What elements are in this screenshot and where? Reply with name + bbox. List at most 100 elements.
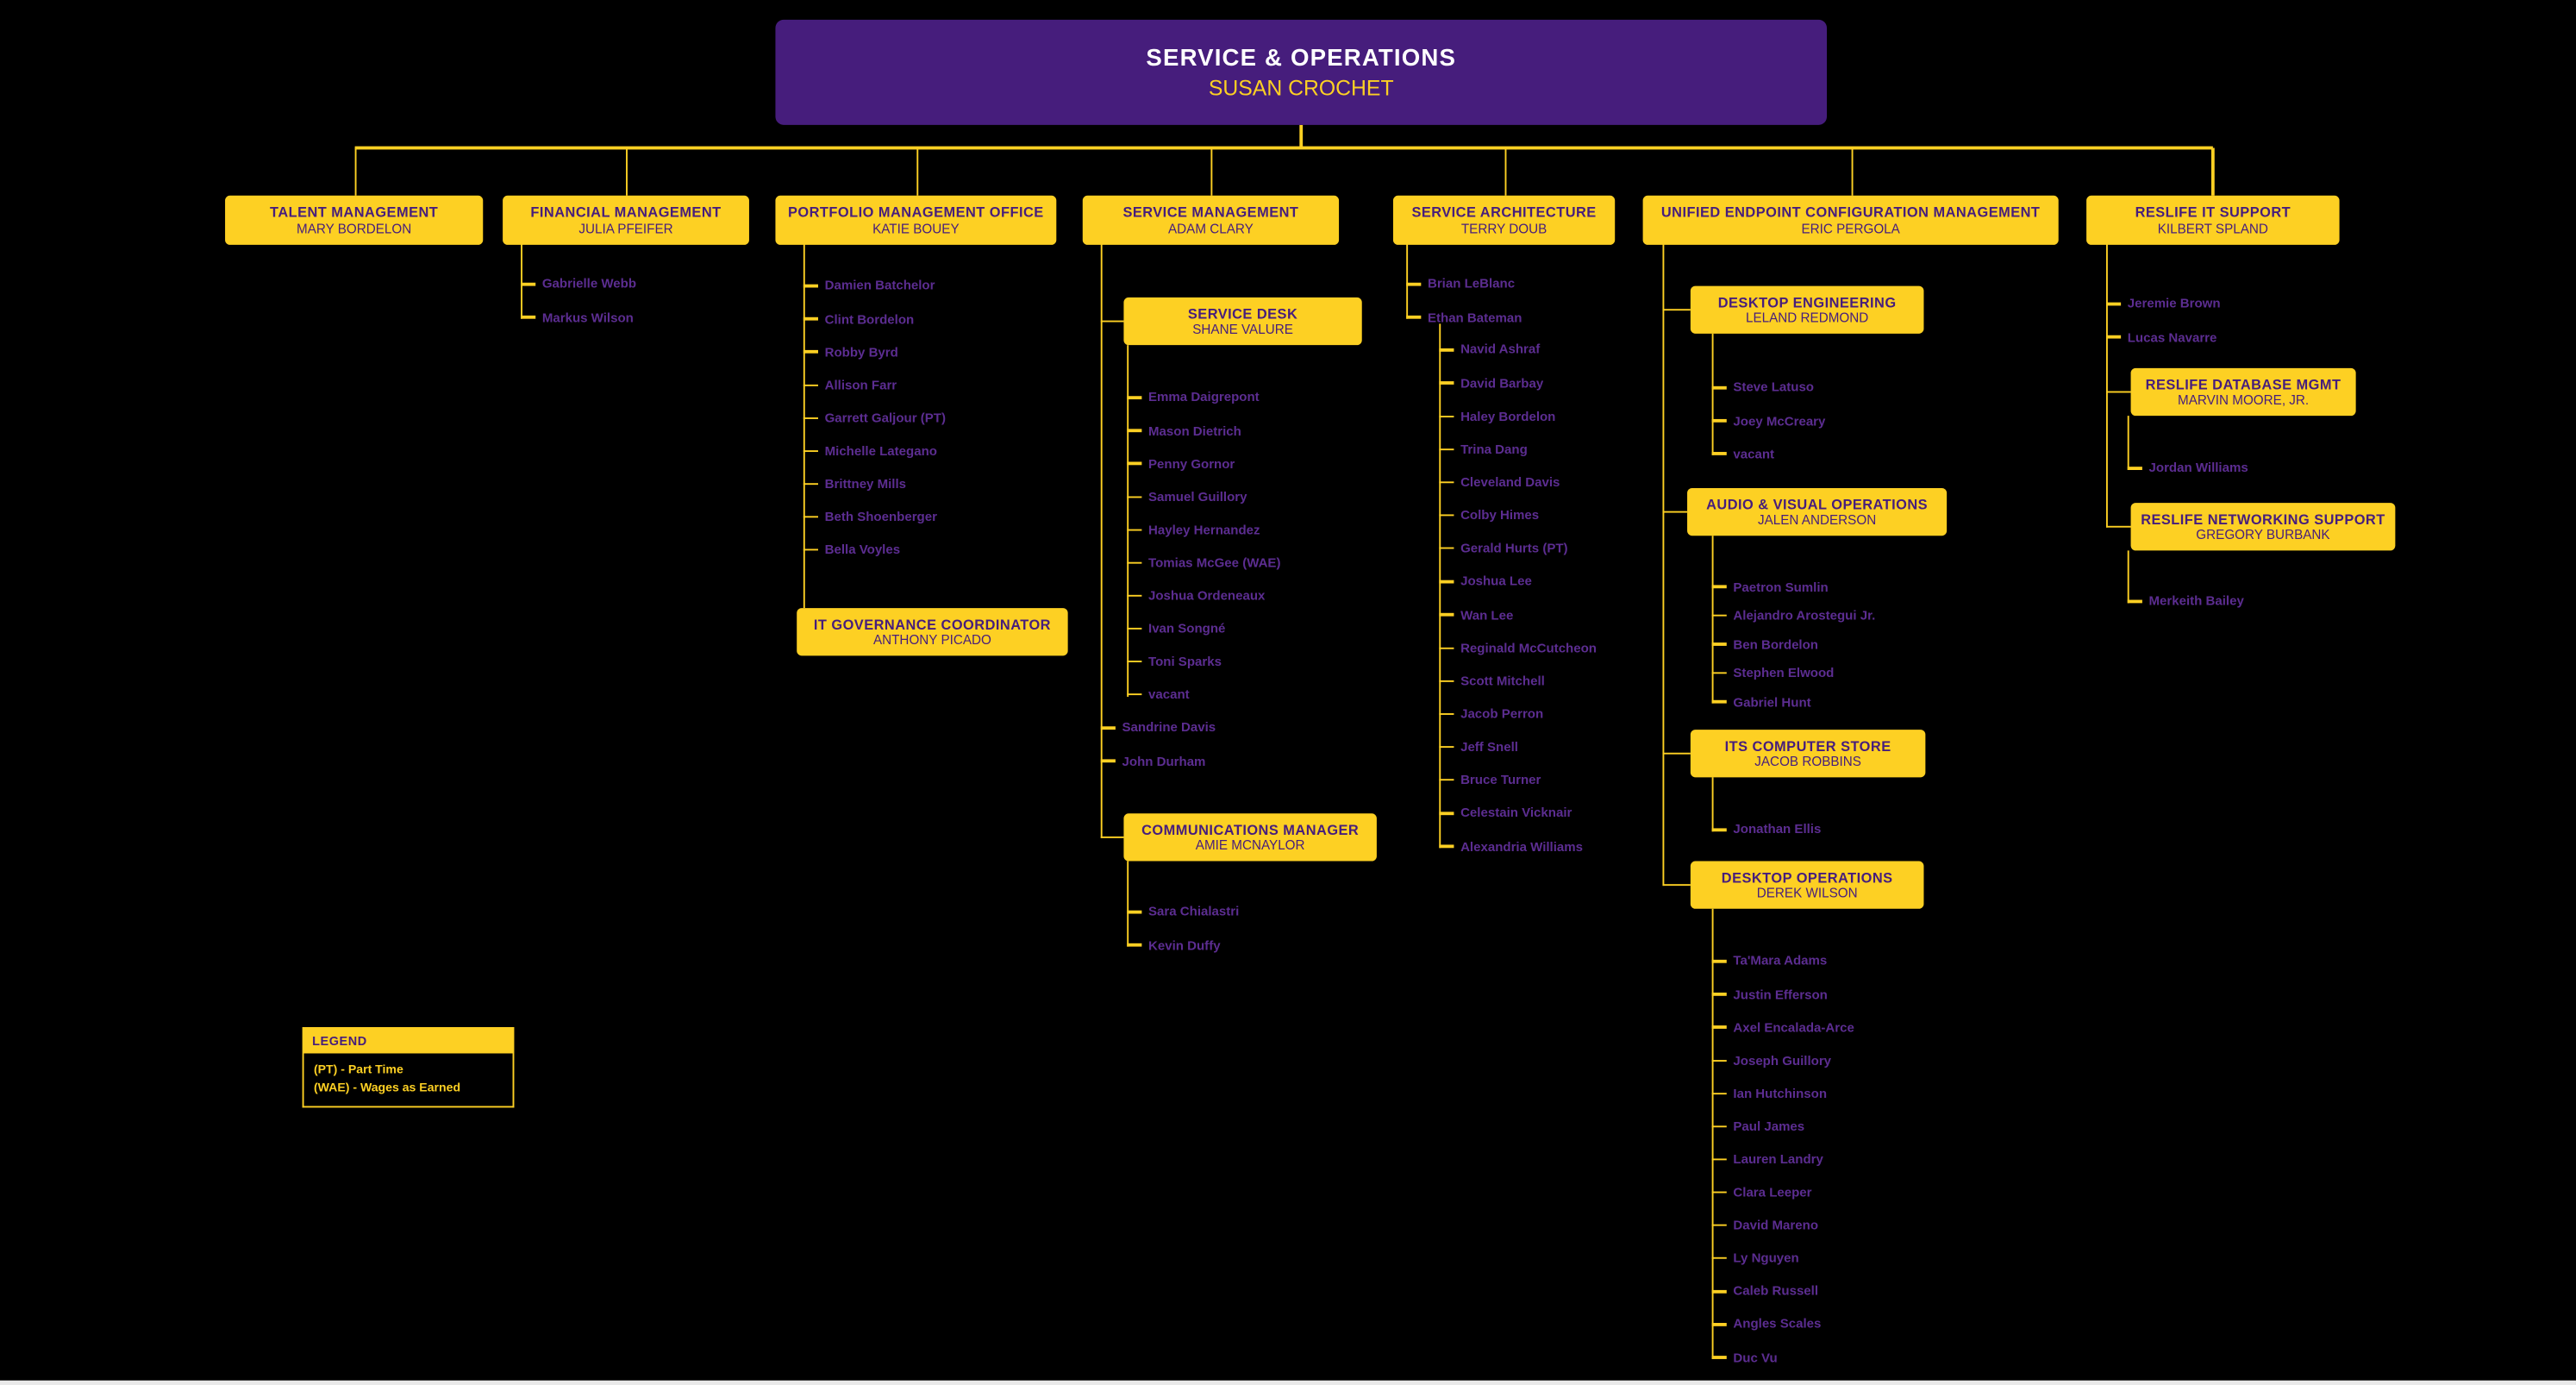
dept-manager: MARY BORDELON — [296, 221, 412, 236]
sub-dept-title: RESLIFE DATABASE MGMT — [2145, 375, 2342, 392]
sub-dept-title: SERVICE DESK — [1187, 304, 1298, 322]
person-name: Duc Vu — [1711, 1341, 1854, 1374]
dept-manager: TERRY DOUB — [1460, 221, 1547, 236]
sub-dept-manager: AMIE MCNAYLOR — [1195, 837, 1305, 854]
connector-line — [1210, 147, 1213, 196]
connector-line — [1100, 320, 1124, 323]
legend-title: LEGEND — [302, 1027, 515, 1054]
sub-dept-manager: SHANE VALURE — [1192, 322, 1293, 337]
sub-dept-manager: JACOB ROBBINS — [1754, 754, 1861, 769]
dept-box-reslife-it-support: RESLIFE IT SUPPORT KILBERT SPLAND — [2086, 195, 2340, 245]
root-box-service-operations: SERVICE & OPERATIONS SUSAN CROCHET — [775, 19, 1828, 125]
person-name: Trina Dang — [1439, 433, 1597, 466]
connector-line — [2105, 243, 2109, 528]
person-name: Navid Ashraf — [1439, 334, 1597, 367]
person-name: Axel Encalada-Arce — [1711, 1011, 1854, 1043]
sub-dept-box-its-computer-store: ITS COMPUTER STORE JACOB ROBBINS — [1690, 730, 1926, 778]
person-name: Ta'Mara Adams — [1711, 945, 1854, 978]
person-name: Allison Farr — [803, 368, 946, 401]
sub-dept-box-desktop-engineering: DESKTOP ENGINEERING LELAND REDMOND — [1690, 285, 1924, 334]
dept-title: PORTFOLIO MANAGEMENT OFFICE — [788, 204, 1044, 221]
dept-box-service-management: SERVICE MANAGEMENT ADAM CLARY — [1082, 195, 1340, 245]
connector-line — [2105, 525, 2131, 529]
dept-title: TALENT MANAGEMENT — [270, 204, 439, 221]
connector-line — [1300, 124, 1303, 148]
connector-line — [1406, 243, 1409, 318]
connector-line — [1711, 777, 1715, 831]
person-name: Joshua Lee — [1439, 565, 1597, 598]
dept-title: UNIFIED ENDPOINT CONFIGURATION MANAGEMEN… — [1660, 204, 2041, 221]
person-name: Penny Gornor — [1127, 447, 1280, 479]
communications-members-list: Sara Chialastri Kevin Duffy — [1127, 895, 1239, 962]
dept-title: SERVICE MANAGEMENT — [1122, 204, 1299, 221]
person-name: Ly Nguyen — [1711, 1242, 1854, 1275]
person-name: Ben Bordelon — [1711, 630, 1876, 659]
connector-line — [521, 243, 523, 318]
sub-dept-box-reslife-database-mgmt: RESLIFE DATABASE MGMT MARVIN MOORE, JR. — [2130, 367, 2356, 417]
connector-line — [1662, 511, 1688, 514]
connector-line — [1662, 884, 1691, 887]
connector-line — [1127, 861, 1129, 946]
dept-manager: KATIE BOUEY — [872, 221, 960, 236]
dept-manager: JULIA PFEIFER — [578, 221, 673, 236]
desktop-operations-members-list: Ta'Mara Adams Justin Efferson Axel Encal… — [1711, 945, 1854, 1375]
sub-dept-title: ITS COMPUTER STORE — [1724, 736, 1891, 754]
person-name: Markus Wilson — [521, 301, 636, 334]
person-name: Kevin Duffy — [1127, 929, 1239, 962]
sub-dept-title: AUDIO & VISUAL OPERATIONS — [1706, 495, 1929, 512]
person-name: Jeff Snell — [1439, 730, 1597, 763]
page-edge — [0, 1379, 2576, 1385]
sub-dept-title: COMMUNICATIONS MANAGER — [1141, 820, 1360, 837]
person-name: Brittney Mills — [803, 467, 946, 500]
dept-box-talent-management: TALENT MANAGEMENT MARY BORDELON — [225, 195, 484, 245]
person-name: Bella Voyles — [803, 534, 946, 567]
person-name: Haley Bordelon — [1439, 399, 1597, 432]
root-title: SERVICE & OPERATIONS — [1146, 45, 1457, 72]
legend: LEGEND (PT) - Part Time (WAE) - Wages as… — [302, 1027, 515, 1108]
dept-title: FINANCIAL MANAGEMENT — [530, 204, 722, 221]
sub-dept-title: IT GOVERNANCE COORDINATOR — [813, 615, 1052, 632]
sub-dept-manager: MARVIN MOORE, JR. — [2177, 392, 2310, 408]
dept-manager: ADAM CLARY — [1168, 221, 1254, 236]
connector-line — [1439, 323, 1441, 848]
connector-line — [1850, 147, 1854, 196]
person-name: Hayley Hernandez — [1127, 513, 1280, 546]
connector-line — [1100, 243, 1104, 838]
dept-manager: KILBERT SPLAND — [2157, 221, 2268, 236]
person-name: Ian Hutchinson — [1711, 1077, 1854, 1110]
person-name: Sara Chialastri — [1127, 895, 1239, 928]
financial-members-list: Gabrielle Webb Markus Wilson — [521, 267, 636, 334]
service-architecture-members-list: Brian LeBlanc Ethan Bateman — [1406, 267, 1522, 334]
sub-dept-manager: DEREK WILSON — [1756, 886, 1858, 901]
connector-line — [1662, 243, 1665, 886]
connector-line — [916, 147, 918, 196]
person-name: Alexandria Williams — [1439, 830, 1597, 862]
person-name: Ethan Bateman — [1406, 301, 1522, 334]
dept-title: RESLIFE IT SUPPORT — [2135, 204, 2292, 221]
person-name: Michelle Lategano — [803, 435, 946, 467]
sub-dept-manager: LELAND REDMOND — [1745, 310, 1869, 326]
reslife-members-list: Jeremie Brown Lucas Navarre — [2105, 287, 2221, 354]
sub-dept-box-it-governance-coordinator: IT GOVERNANCE COORDINATOR ANTHONY PICADO — [797, 608, 1068, 656]
connector-line — [2105, 391, 2131, 394]
sub-dept-manager: GREGORY BURBANK — [2196, 527, 2330, 542]
person-name: vacant — [1127, 679, 1280, 711]
person-name: vacant — [1711, 437, 1826, 470]
connector-line — [803, 243, 806, 609]
service-desk-members-list: Emma Daigrepont Mason Dietrich Penny Gor… — [1127, 381, 1280, 711]
person-name: Emma Daigrepont — [1127, 381, 1280, 414]
person-name: Clint Bordelon — [803, 303, 946, 335]
sub-dept-box-desktop-operations: DESKTOP OPERATIONS DEREK WILSON — [1690, 861, 1924, 909]
dept-manager: ERIC PERGOLA — [1801, 221, 1900, 236]
person-name: Colby Himes — [1439, 499, 1597, 532]
person-name: Jordan Williams — [2127, 452, 2248, 485]
reslife-networking-members-list: Merkeith Bailey — [2127, 585, 2244, 617]
person-name: Steve Latuso — [1711, 371, 1826, 404]
person-name: Scott Mitchell — [1439, 664, 1597, 697]
connector-line — [1100, 836, 1124, 839]
desktop-engineering-members-list: Steve Latuso Joey McCreary vacant — [1711, 371, 1826, 470]
person-name: Jonathan Ellis — [1711, 813, 1821, 846]
connector-line — [353, 147, 2213, 149]
person-name: Merkeith Bailey — [2127, 585, 2244, 617]
